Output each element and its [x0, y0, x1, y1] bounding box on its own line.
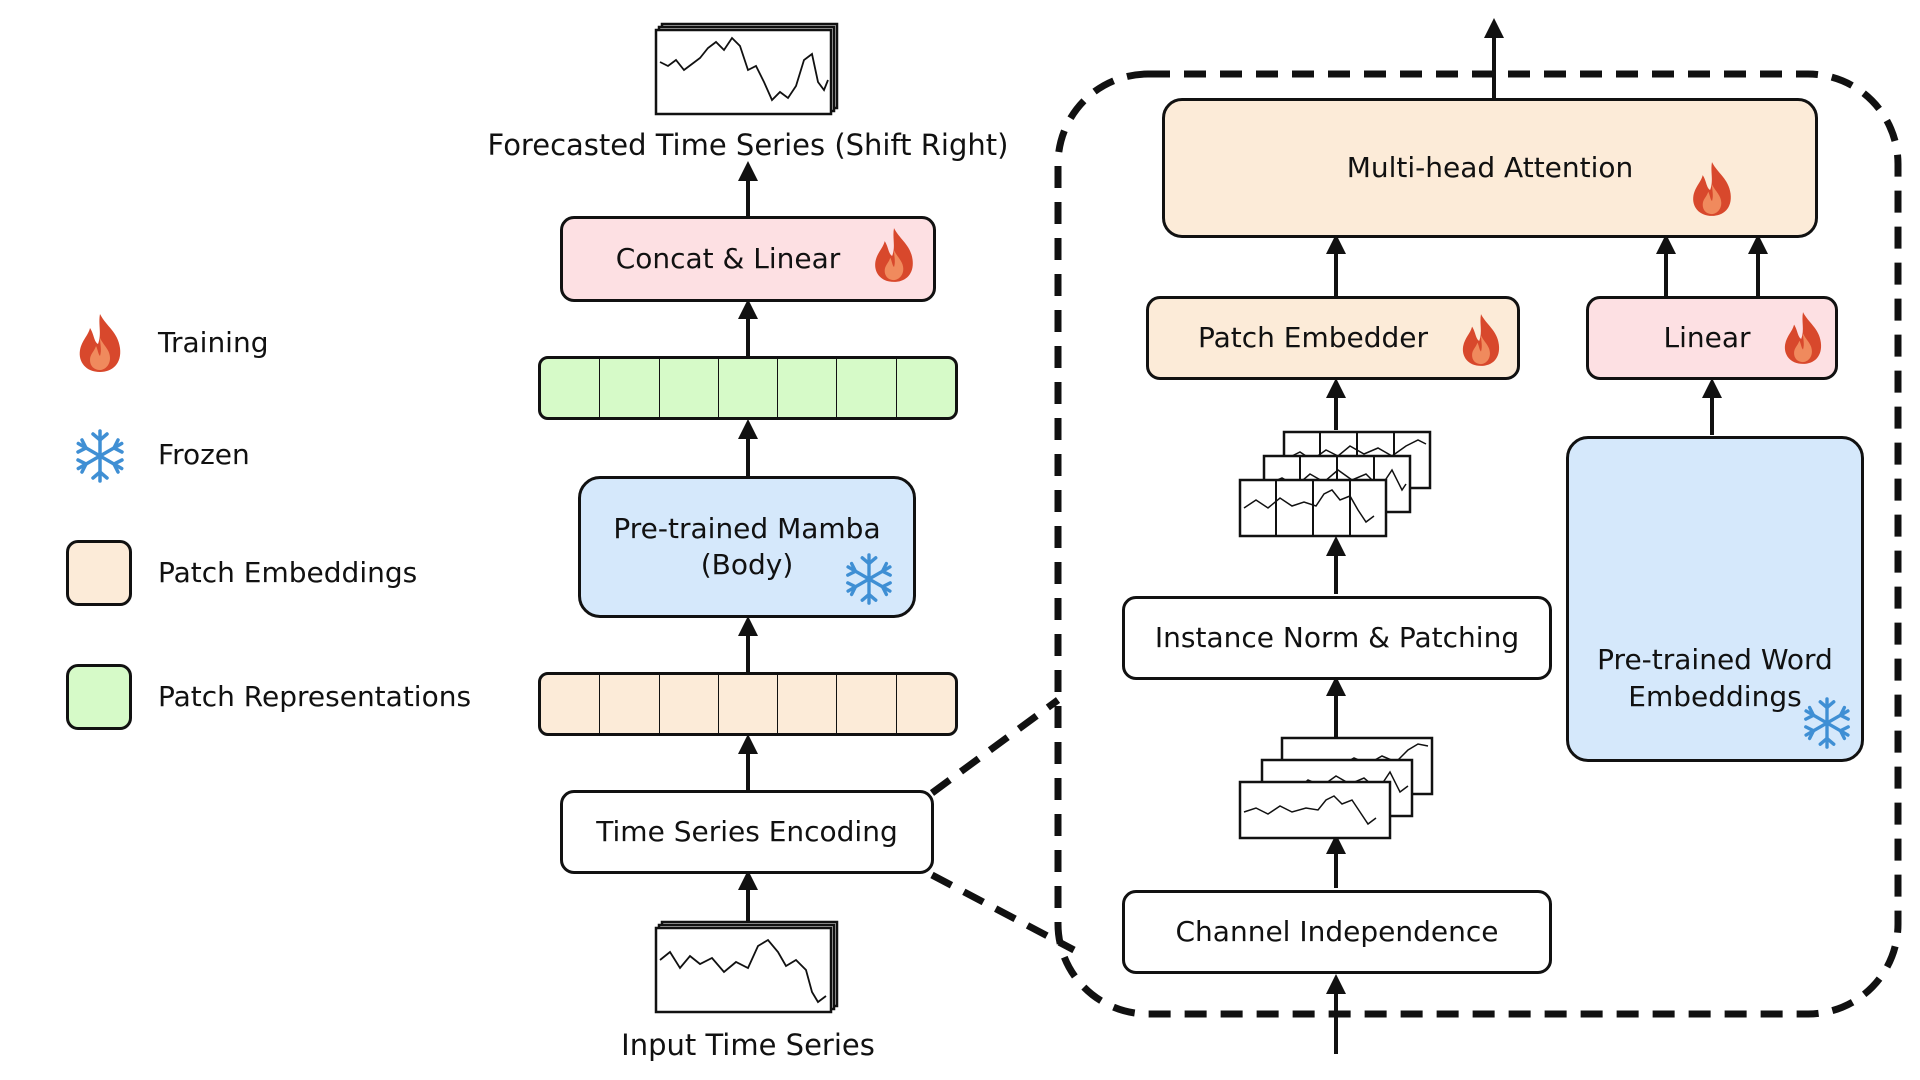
linear-label: Linear: [1663, 320, 1751, 354]
patch-representations-strip: [538, 356, 958, 420]
patch-embeddings-strip: [538, 672, 958, 736]
input-series-label: Input Time Series: [621, 1028, 875, 1062]
instance-norm-patching-label: Instance Norm & Patching: [1154, 620, 1520, 654]
legend-frozen-label: Frozen: [158, 438, 250, 471]
zoom-line-top: [929, 697, 1061, 796]
time-series-encoding-block: Time Series Encoding: [560, 790, 934, 874]
word-embeddings-snowflake-icon: [1804, 697, 1850, 749]
concat-linear-label: Concat & Linear: [615, 241, 841, 275]
channel-independence-block: Channel Independence: [1122, 890, 1552, 974]
linear-fire-icon: [1784, 312, 1822, 364]
zoom-line-bottom: [930, 871, 1076, 954]
legend-snowflake-icon: [76, 429, 124, 483]
concat-fire-icon: [875, 228, 913, 282]
patch-embedder-block: Patch Embedder: [1146, 296, 1520, 380]
concat-linear-block: Concat & Linear: [560, 216, 936, 302]
channel-series-thumbnail-icon: [1238, 736, 1434, 840]
encoder-detail-region: [1054, 70, 1902, 1018]
legend-patch-representations-label: Patch Representations: [158, 680, 472, 713]
forecast-output-label: Forecasted Time Series (Shift Right): [487, 128, 1009, 162]
mamba-block: Pre-trained Mamba (Body): [578, 476, 916, 618]
patch-embedder-fire-icon: [1462, 314, 1500, 366]
input-series-thumbnail-icon: [654, 920, 839, 1014]
legend-training-label: Training: [158, 326, 269, 359]
legend-patch-embeddings-swatch: [66, 540, 132, 606]
multi-head-attention-label: Multi-head Attention: [1346, 150, 1634, 184]
forecast-series-thumbnail-icon: [654, 22, 839, 116]
legend-fire-icon: [79, 314, 121, 372]
patch-embedder-label: Patch Embedder: [1197, 320, 1429, 354]
word-embeddings-block: Pre-trained Word Embeddings: [1566, 436, 1864, 762]
instance-norm-patching-block: Instance Norm & Patching: [1122, 596, 1552, 680]
time-series-encoding-label: Time Series Encoding: [596, 814, 898, 848]
legend-patch-embeddings-label: Patch Embeddings: [158, 556, 418, 589]
channel-independence-label: Channel Independence: [1175, 914, 1499, 948]
attention-fire-icon: [1693, 162, 1731, 216]
mamba-label: Pre-trained Mamba (Body): [613, 511, 881, 581]
legend-patch-representations-swatch: [66, 664, 132, 730]
word-embeddings-label: Pre-trained Word Embeddings: [1597, 643, 1833, 713]
patched-series-thumbnail-icon: [1238, 430, 1432, 538]
mamba-snowflake-icon: [846, 553, 892, 605]
